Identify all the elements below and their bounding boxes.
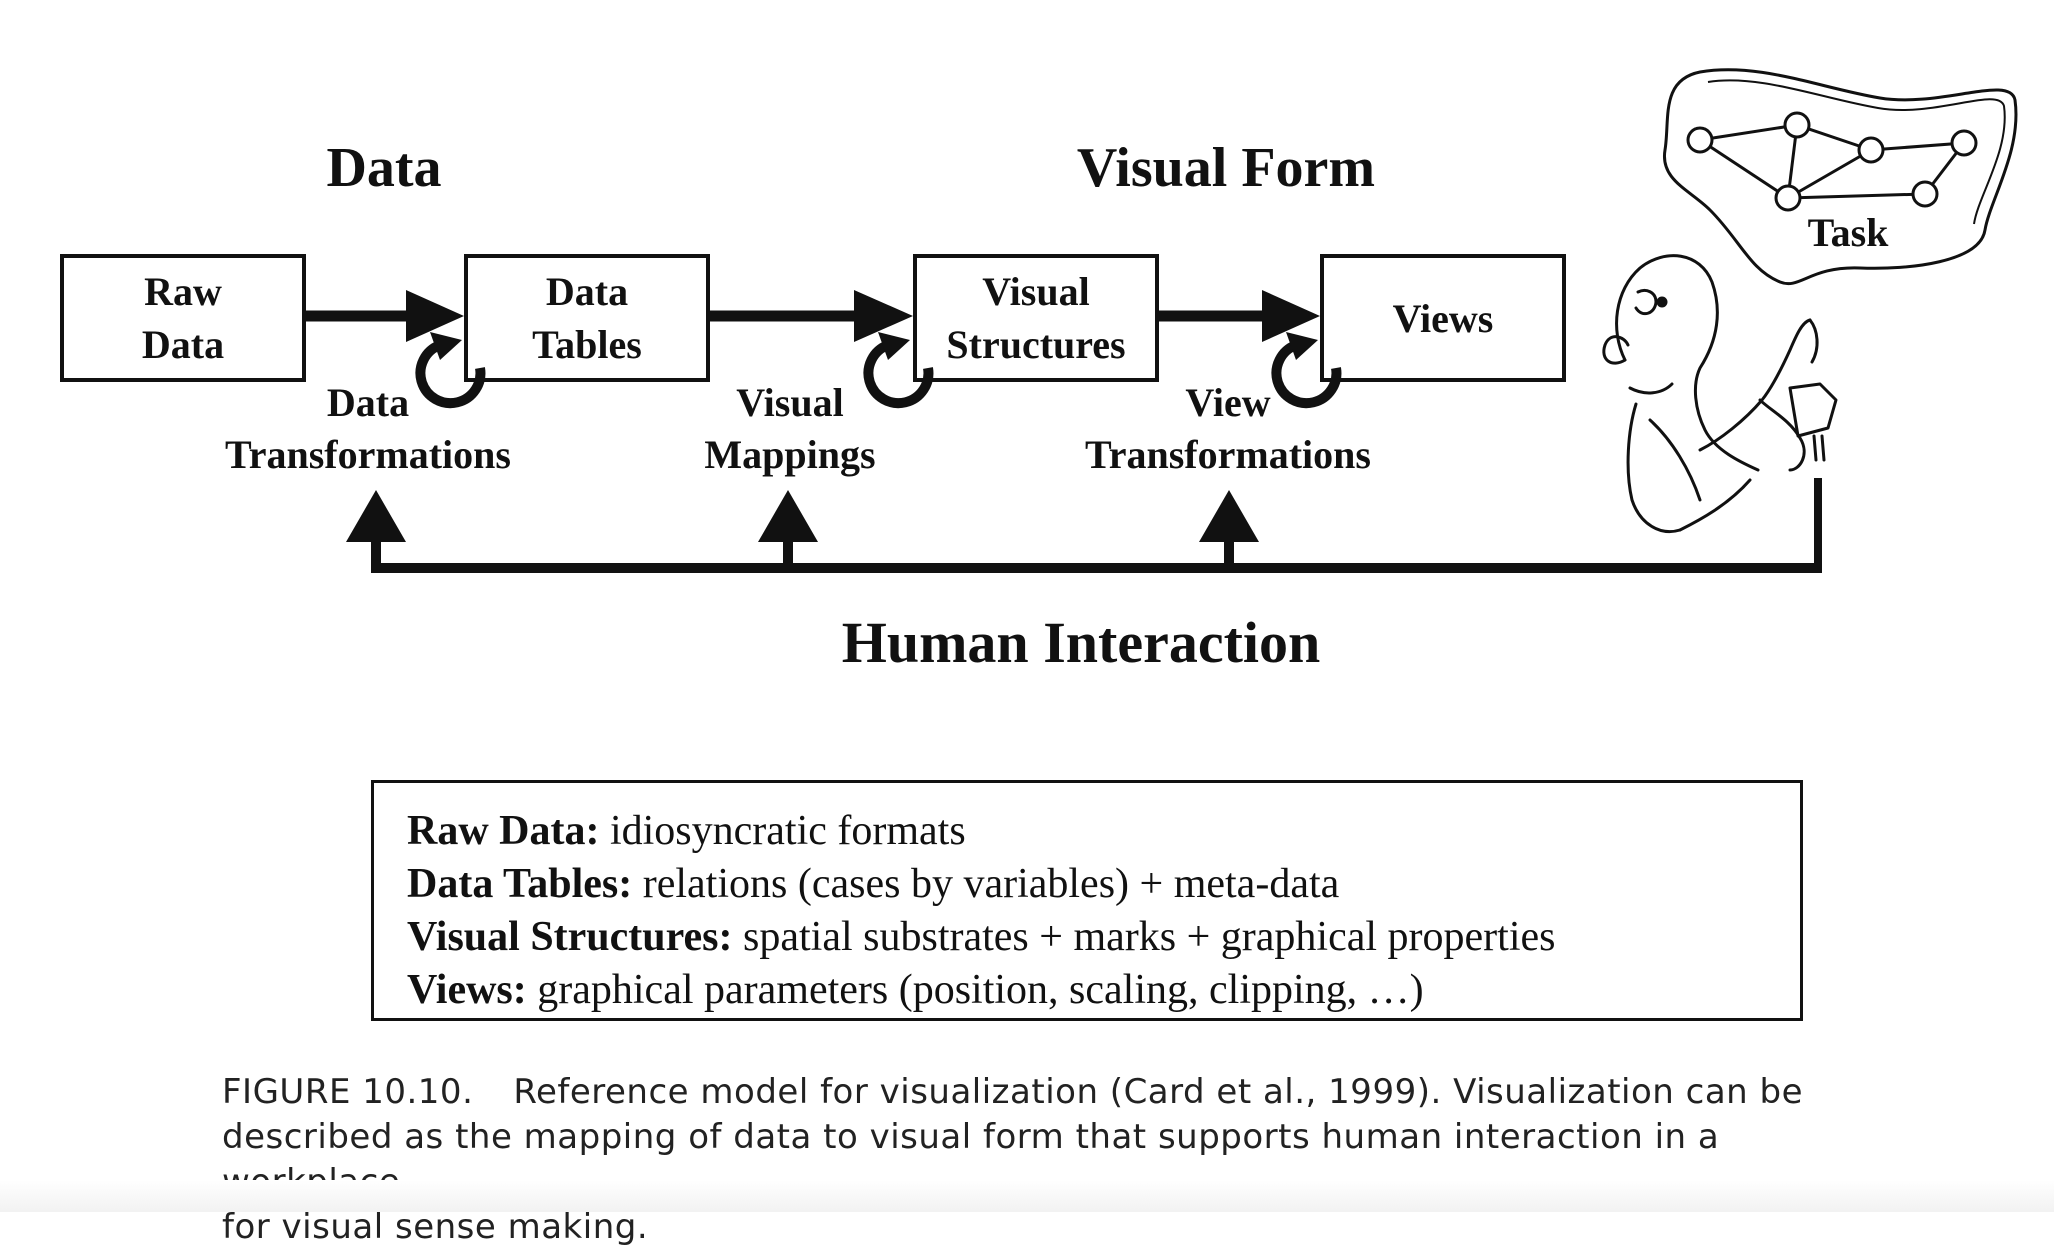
box-visual-structures: Visual Structures	[913, 254, 1159, 382]
box-data-tables-line2: Tables	[532, 322, 642, 367]
legend-term: Visual Structures:	[407, 914, 733, 960]
legend-term: Raw Data:	[407, 808, 600, 854]
header-data: Data	[326, 137, 441, 199]
legend-desc: graphical parameters (position, scaling,…	[537, 967, 1424, 1013]
box-raw-data-line2: Data	[142, 322, 224, 367]
legend-box: Raw Data: idiosyncratic formats Data Tab…	[371, 780, 1803, 1021]
box-visual-structures-line1: Visual	[982, 269, 1089, 314]
curl-arrow-data-transformations	[415, 332, 486, 409]
curl-arrow-visual-mappings	[863, 332, 934, 409]
label-human-interaction: Human Interaction	[842, 610, 1321, 675]
curl-arrow-view-transformations	[1271, 332, 1342, 409]
figure-caption: FIGURE 10.10. Reference model for visuali…	[222, 1070, 1862, 1250]
legend-row-data-tables: Data Tables: relations (cases by variabl…	[407, 858, 1800, 911]
caption-text: Reference model for visualization (Card …	[513, 1072, 1804, 1112]
box-raw-data: Raw Data	[60, 254, 306, 382]
legend-term: Views:	[407, 967, 527, 1013]
arrow-raw-to-tables	[306, 290, 464, 342]
legend-row-raw-data: Raw Data: idiosyncratic formats	[407, 805, 1800, 858]
legend-desc: spatial substrates + marks + graphical p…	[743, 914, 1556, 960]
label-view-transformations-line1: View	[1185, 380, 1270, 425]
human-interaction-feedback	[346, 478, 1822, 573]
label-visual-mappings-line2: Mappings	[704, 432, 875, 477]
person-illustration	[1602, 254, 1838, 533]
legend-term: Data Tables:	[407, 861, 633, 907]
box-data-tables: Data Tables	[464, 254, 710, 382]
box-visual-structures-line2: Structures	[946, 322, 1125, 367]
arrow-tables-to-structures	[710, 290, 913, 342]
caption-figure-number: FIGURE 10.10.	[222, 1072, 474, 1112]
legend-row-visual-structures: Visual Structures: spatial substrates + …	[407, 911, 1800, 964]
box-views-label: Views	[1393, 296, 1494, 341]
box-raw-data-line1: Raw	[144, 269, 222, 314]
arrow-structures-to-views	[1159, 290, 1320, 342]
page-bottom-shade	[0, 1180, 2054, 1212]
label-task: Task	[1808, 210, 1890, 255]
task-graph-nodes	[1686, 111, 1978, 212]
task-cloud-illustration: Task	[1663, 68, 2018, 285]
label-visual-mappings-line1: Visual	[736, 380, 843, 425]
caption-line-1: FIGURE 10.10. Reference model for visuali…	[222, 1070, 1862, 1115]
legend-row-views: Views: graphical parameters (position, s…	[407, 964, 1800, 1017]
box-views: Views	[1320, 254, 1566, 382]
label-data-transformations-line2: Transformations	[225, 432, 511, 477]
label-data-transformations-line1: Data	[327, 380, 409, 425]
legend-desc: relations (cases by variables) + meta-da…	[642, 861, 1340, 907]
label-view-transformations-line2: Transformations	[1085, 432, 1371, 477]
reference-model-diagram: Data Visual Form Raw Data Data Tables Vi…	[60, 68, 2018, 675]
legend-desc: idiosyncratic formats	[609, 808, 966, 854]
box-data-tables-line1: Data	[546, 269, 628, 314]
header-visual-form: Visual Form	[1077, 137, 1375, 199]
